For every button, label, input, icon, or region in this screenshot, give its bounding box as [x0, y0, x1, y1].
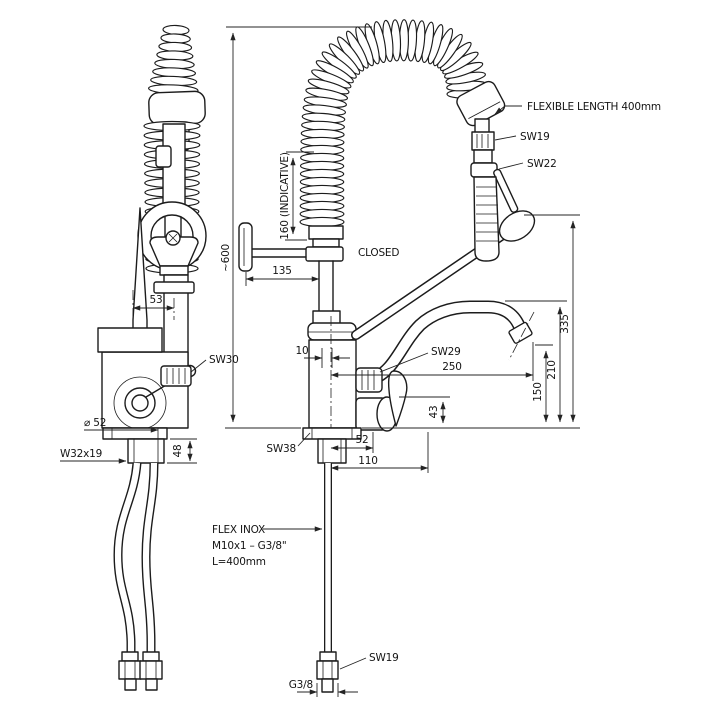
hose-collar-left	[121, 651, 139, 662]
spray-head-neck	[474, 118, 490, 134]
dimension-label-flange-diameter: ⌀ 52	[84, 417, 106, 429]
dimension-base-thread: W32x19	[60, 448, 127, 464]
dimension-spout-height: 210	[505, 300, 567, 423]
label-sw30: SW30	[190, 354, 239, 373]
threaded-shank	[317, 438, 347, 464]
label-sw38: SW38	[266, 432, 311, 455]
spray-head-side	[148, 90, 206, 126]
sw22-text: SW22	[527, 158, 557, 170]
dimension-label-side-offset: 53	[150, 294, 163, 306]
dimension-total-height: ~600	[220, 26, 372, 429]
dimension-label-axis-offset: 10	[296, 345, 309, 357]
label-flex-inox: FLEX INOX M10x1 – G3/8" L=400mm	[212, 524, 323, 568]
outlet-lever	[387, 370, 408, 427]
dimension-label-shank-length: 48	[172, 445, 184, 458]
hose-stub-left	[124, 678, 137, 691]
hose-union-ring	[312, 238, 340, 248]
dimension-outlet-reach: 52	[330, 432, 374, 453]
trigger-clip-side	[155, 145, 172, 168]
spray-head-assembly	[456, 80, 519, 262]
dimension-bottom-thread: G3/8	[289, 679, 358, 697]
label-flexible-length: FLEXIBLE LENGTH 400mm	[494, 101, 661, 115]
g38-text: G3/8	[289, 679, 313, 691]
flex-collar	[319, 651, 337, 662]
threaded-shank-side	[127, 438, 165, 464]
sw38-text: SW38	[266, 443, 296, 455]
dimension-label-base-thread: W32x19	[60, 448, 102, 460]
dimension-hose-indicative: 160 (INDICATIVE)	[279, 151, 314, 241]
dimension-spout-reach: 250	[330, 342, 534, 381]
sw22-coupling	[470, 162, 498, 178]
supply-hoses	[113, 462, 163, 691]
dimension-lever-top-height: 335	[524, 214, 580, 423]
sw29-nut	[355, 367, 383, 393]
flex-inox-pipe	[316, 463, 339, 693]
spout-tip-centerline	[508, 311, 535, 361]
label-sw19-top: SW19	[494, 131, 550, 143]
dimension-side-offset: 53	[132, 290, 175, 320]
dimension-label-total-height: ~600	[220, 244, 232, 272]
hose-stub-right	[145, 678, 158, 691]
dimension-label-bracket-reach: 135	[272, 265, 291, 277]
spray-handle-ribs	[476, 186, 498, 242]
swivel-spout	[355, 300, 535, 393]
lever-palm-end	[498, 210, 536, 242]
mixer-body	[308, 339, 357, 429]
flex-fitting	[316, 660, 339, 680]
dimension-tip-height: 150	[532, 344, 553, 423]
spring-hose-top-coil	[148, 24, 199, 95]
flex-inox-line3: L=400mm	[212, 556, 266, 568]
body-top-collar	[307, 322, 357, 341]
hose-bell	[149, 236, 199, 267]
valve-body-upper-side	[97, 327, 163, 353]
sw29-text: SW29	[431, 346, 461, 358]
label-sw19-bottom: SW19	[339, 652, 399, 670]
sw19-bottom-text: SW19	[369, 652, 399, 664]
dimension-handle-reach: 110	[330, 432, 429, 473]
hose-collar-right	[142, 651, 160, 662]
sw30-nut	[160, 365, 192, 387]
spray-head	[456, 80, 506, 127]
label-sw29: SW29	[379, 346, 461, 373]
flexible-length-text: FLEXIBLE LENGTH 400mm	[527, 101, 661, 113]
wall-bracket-flange	[238, 222, 253, 272]
flex-stub	[321, 678, 334, 693]
dimension-flange-diameter: ⌀ 52	[84, 417, 159, 433]
annotations: ~600 160 (INDICATIVE) 135 CLOSED 10	[60, 26, 661, 697]
dimension-label-hose-indicative: 160 (INDICATIVE)	[279, 152, 291, 240]
dimension-bracket-reach: 135	[245, 265, 320, 286]
dimension-label-spout-reach: 250	[442, 361, 461, 373]
dimension-label-handle-reach: 110	[358, 455, 377, 467]
sw19-nut-top	[471, 131, 495, 151]
hose-fitting-left	[118, 660, 142, 680]
label-sw22: SW22	[498, 158, 557, 170]
side-outlet	[355, 370, 408, 432]
closed-annotation: CLOSED	[358, 247, 399, 259]
dimension-label-tip-height: 150	[532, 382, 544, 401]
dimension-label-outlet-reach: 52	[356, 434, 369, 446]
side-view-figure	[97, 24, 207, 691]
coupling-clip-lever	[493, 168, 519, 213]
dimension-label-outlet-height: 43	[428, 406, 440, 419]
dimension-label-spout-height: 210	[546, 360, 558, 379]
hose-union-collar	[308, 225, 344, 240]
dimension-axis-offset: 10	[296, 345, 350, 368]
bell-collar	[159, 265, 189, 276]
dimension-label-lever-top-height: 335	[559, 314, 571, 333]
spray-tube	[473, 149, 493, 164]
sw19-top-text: SW19	[520, 131, 550, 143]
flex-inox-line2: M10x1 – G3/8"	[212, 540, 287, 552]
coiled-hose-arc	[299, 19, 488, 228]
elbow-block	[305, 246, 344, 262]
flex-inox-line1: FLEX INOX	[212, 524, 265, 536]
dimension-shank-length: 48	[167, 438, 197, 464]
riser-flange-side	[153, 281, 195, 294]
sw30-text: SW30	[209, 354, 239, 366]
dimension-outlet-height: 43	[399, 396, 450, 424]
spray-handle	[473, 176, 500, 262]
front-view-figure	[238, 19, 536, 693]
hose-fitting-right	[139, 660, 163, 680]
aerator	[508, 321, 533, 344]
outlet-boss-center	[131, 394, 149, 412]
